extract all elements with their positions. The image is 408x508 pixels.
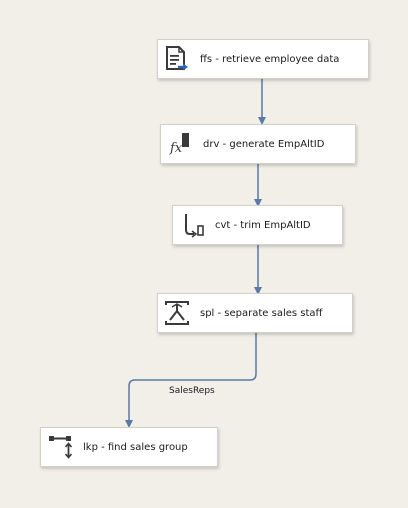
path-spl-to-lkp[interactable] bbox=[125, 333, 257, 428]
task-label: spl - separate sales staff bbox=[200, 307, 323, 319]
task-lkp-find-sales-group[interactable]: lkp - find sales group bbox=[40, 427, 218, 467]
path-label-salesreps: SalesReps bbox=[169, 386, 215, 396]
task-label: ffs - retrieve employee data bbox=[200, 53, 340, 65]
flat-file-source-icon bbox=[162, 44, 192, 74]
data-conversion-icon bbox=[177, 210, 207, 240]
derived-column-icon: fx bbox=[165, 129, 195, 159]
task-label: cvt - trim EmpAltID bbox=[215, 219, 311, 231]
task-cvt-trim-empaltid[interactable]: cvt - trim EmpAltID bbox=[172, 205, 343, 245]
lookup-icon bbox=[45, 432, 75, 462]
task-drv-generate-empaltid[interactable]: fx drv - generate EmpAltID bbox=[160, 124, 356, 164]
svg-text:fx: fx bbox=[169, 141, 183, 156]
task-spl-separate-sales-staff[interactable]: spl - separate sales staff bbox=[157, 293, 353, 333]
task-ffs-retrieve-employee-data[interactable]: ffs - retrieve employee data bbox=[157, 39, 369, 79]
task-label: lkp - find sales group bbox=[83, 441, 188, 453]
task-label: drv - generate EmpAltID bbox=[203, 138, 325, 150]
conditional-split-icon bbox=[162, 298, 192, 328]
